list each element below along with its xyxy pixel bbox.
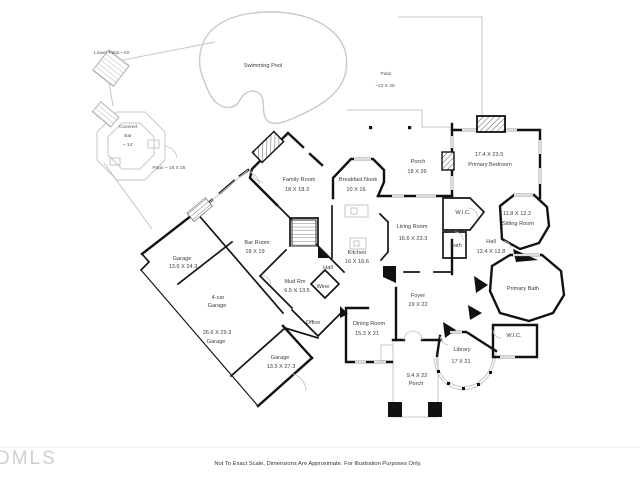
svg-text:17 X 21: 17 X 21 <box>451 359 470 365</box>
svg-text:16 X 16.6: 16 X 16.6 <box>345 259 369 265</box>
wall-fills <box>318 246 538 338</box>
fireplace-primary-bedroom <box>476 115 506 133</box>
label-office: Office <box>306 320 321 326</box>
label-covered-bar: Covered <box>119 124 137 130</box>
label-wic-lower: W.I.C. <box>506 333 522 339</box>
covered-bar-structure <box>91 101 166 181</box>
svg-text:18 X 26: 18 X 26 <box>407 169 426 175</box>
swimming-pool-outline <box>199 11 348 125</box>
svg-text:~23 X 28: ~23 X 28 <box>375 83 395 89</box>
label-garage-4car: 4-car <box>212 295 225 301</box>
svg-text:15.3 X 21: 15.3 X 21 <box>355 331 379 337</box>
label-hall-center: Hall <box>323 265 333 271</box>
label-bar-room: Bar Room <box>244 240 270 246</box>
label-library: Library <box>453 347 470 353</box>
label-hall-right: Hall <box>486 239 496 245</box>
kitchen-islands <box>344 204 369 250</box>
bottom-porch <box>380 342 442 418</box>
svg-text:18 X 18.3: 18 X 18.3 <box>285 187 309 193</box>
svg-text:16.6 X 23.3: 16.6 X 23.3 <box>399 236 428 242</box>
lower-patio-stairs <box>92 49 130 87</box>
label-garage-main: 26.6 X 29.3 <box>203 330 232 336</box>
footer-disclaimer: Not To Exact Scale, Dimensions Are Appro… <box>214 461 422 467</box>
label-porch-bottom: 9.4 X 22 <box>407 373 428 379</box>
label-mud-room: Mud Rm <box>284 279 305 285</box>
svg-text:Sitting Room: Sitting Room <box>502 221 534 227</box>
mls-watermark: DMLS <box>0 448 57 469</box>
label-patio-left: Patio ~ 16 X 25 <box>153 165 186 171</box>
fireplace-porch <box>441 151 455 171</box>
label-wine: Wine <box>317 284 330 290</box>
label-patio-top: Patio <box>381 71 392 77</box>
label-garage-1: Garage <box>173 256 192 262</box>
svg-text:10 X 16: 10 X 16 <box>346 187 365 193</box>
label-sitting-room: 11.8 X 12.2 <box>503 211 531 217</box>
label-swimming-pool: Swimming Pool <box>244 63 283 69</box>
svg-text:Garage: Garage <box>207 339 226 345</box>
svg-text:Primary Bedroom: Primary Bedroom <box>468 162 512 168</box>
svg-text:Bar: Bar <box>124 133 132 139</box>
svg-text:Porch: Porch <box>409 381 424 387</box>
svg-text:6.5 X 13.5: 6.5 X 13.5 <box>284 288 310 294</box>
porch-column-dot <box>369 126 373 130</box>
room-labels: Lower Patio ~14' Swimming Pool Covered B… <box>94 50 539 387</box>
label-living-room: Living Room <box>396 224 427 230</box>
svg-text:12.4 X 12.8: 12.4 X 12.8 <box>477 249 506 255</box>
label-dining-room: Dining Room <box>353 321 386 327</box>
label-garage-3: Garage <box>271 355 290 361</box>
porch-column-dot <box>408 126 412 130</box>
property-lines <box>0 16 640 448</box>
label-bath: Bath <box>450 243 462 249</box>
svg-text:~ 14': ~ 14' <box>123 142 133 148</box>
door-arcs <box>164 145 512 392</box>
label-family-room: Family Room <box>283 177 316 183</box>
staircase <box>186 197 319 247</box>
label-primary-bedroom: 17.4 X 23.5 <box>475 152 504 158</box>
svg-text:19 X 22: 19 X 22 <box>408 302 427 308</box>
svg-text:13.5 X 27.3: 13.5 X 27.3 <box>267 364 296 370</box>
svg-text:13.6 X 24.3: 13.6 X 24.3 <box>169 264 198 270</box>
label-breakfast-nook: Breakfast Nook <box>339 177 377 183</box>
label-lower-patio: Lower Patio ~14' <box>94 50 130 56</box>
label-kitchen: Kitchen <box>348 250 367 256</box>
windows <box>354 128 542 364</box>
label-wic-upper: W.I.C. <box>455 210 471 216</box>
label-foyer: Foyer <box>411 293 425 299</box>
fireplace-family-room <box>251 130 285 164</box>
svg-text:Garage: Garage <box>208 303 227 309</box>
svg-text:18 X 19: 18 X 19 <box>245 249 264 255</box>
label-porch-top: Porch <box>411 159 426 165</box>
label-primary-bath: Primary Bath <box>507 286 539 292</box>
